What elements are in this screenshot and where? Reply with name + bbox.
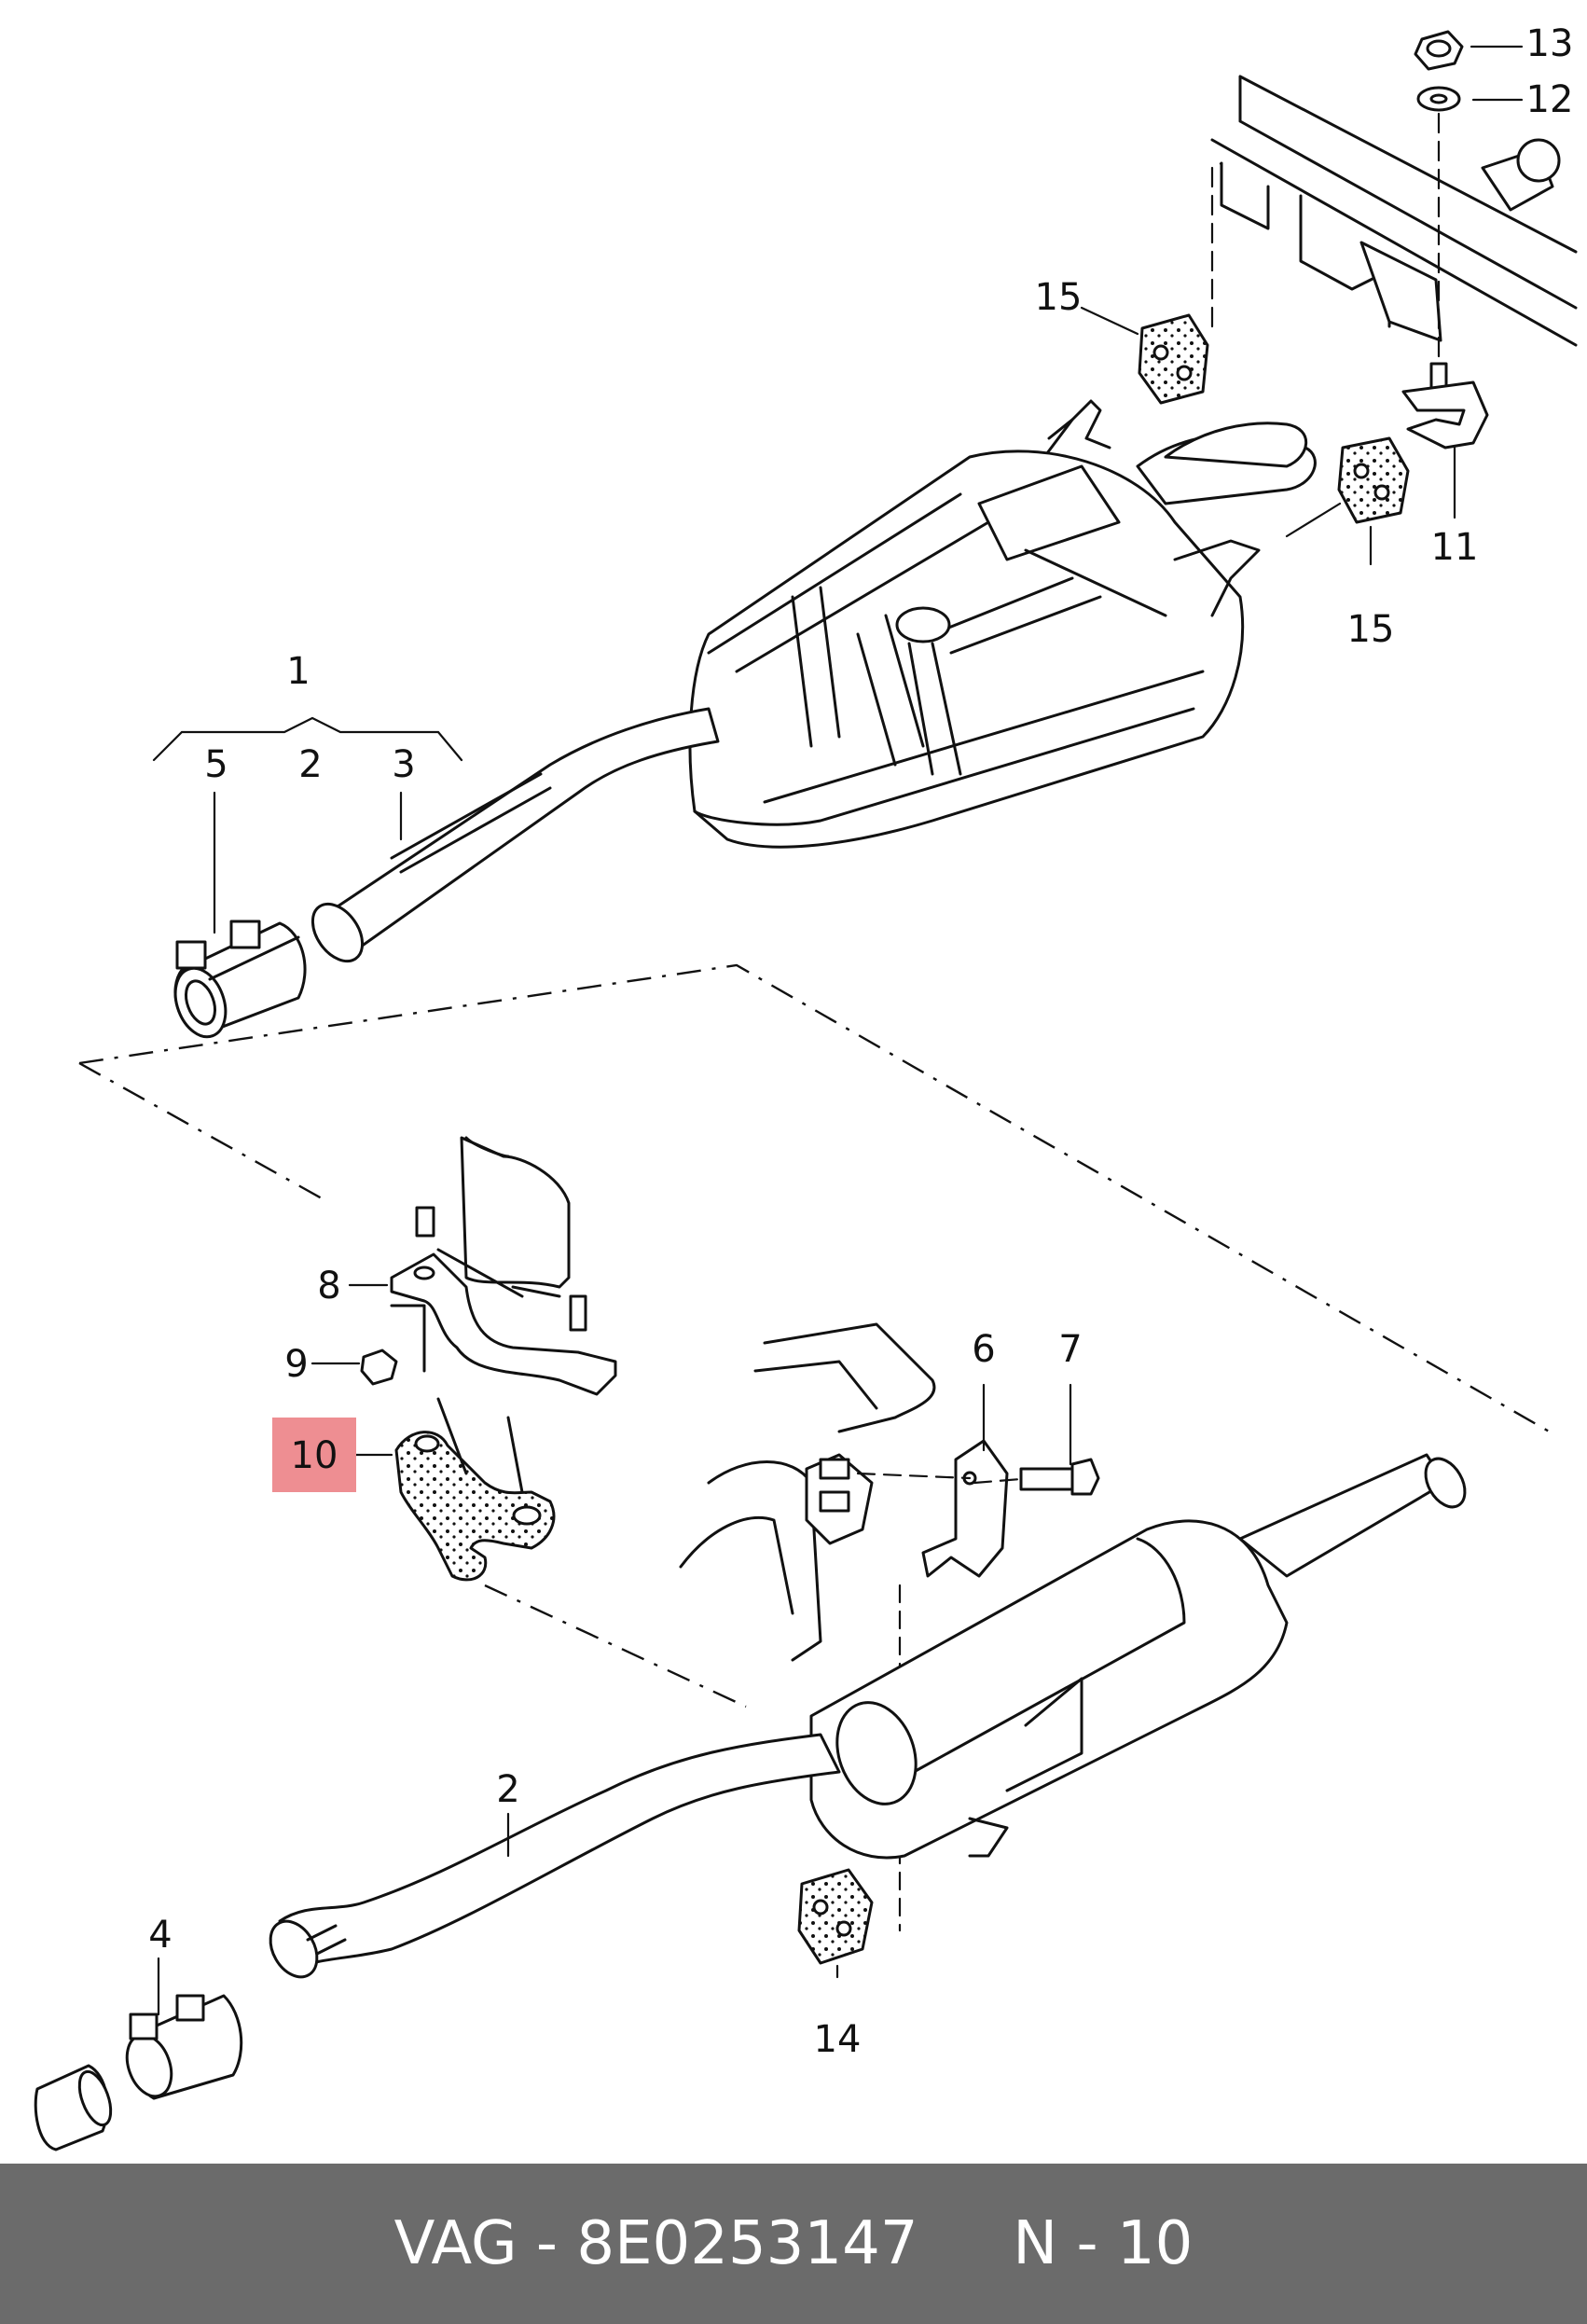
pipe-2-lower xyxy=(269,1733,841,1979)
footer-part-number: 8E0253147 xyxy=(576,2209,918,2278)
callout-8: 8 xyxy=(317,1265,340,1307)
exhaust-system-diagram: 1 2 3 5 8 9 10 6 7 2 4 14 15 15 11 12 13 xyxy=(34,22,1578,2151)
rubber-mount-14 xyxy=(797,1868,874,1965)
callout-9: 9 xyxy=(284,1343,308,1386)
callout-15-lower: 15 xyxy=(1347,608,1395,651)
assembly-boundary xyxy=(78,963,1558,1708)
centre-silencer xyxy=(809,1453,1467,1860)
vehicle-body-section xyxy=(1210,75,1578,347)
callout-labels: 1 2 3 5 8 9 10 6 7 2 4 14 15 15 11 12 13 xyxy=(148,22,1573,2061)
callout-2-upper: 2 xyxy=(298,743,322,786)
bracket-8 xyxy=(390,1206,617,1396)
pipe-3 xyxy=(310,707,720,963)
heat-shield-upper xyxy=(436,1136,571,1298)
rubber-mount-15-upper xyxy=(1138,313,1209,405)
bracket-11 xyxy=(1401,362,1489,450)
rubber-mount-15-lower xyxy=(1337,436,1410,524)
nut-9-icon xyxy=(360,1349,398,1386)
front-pipe-stub xyxy=(34,2064,113,2151)
callout-6: 6 xyxy=(972,1328,995,1371)
callout-4: 4 xyxy=(148,1914,172,1957)
callout-7: 7 xyxy=(1058,1328,1082,1371)
leader-lines xyxy=(152,45,1524,2016)
nut-13-icon xyxy=(1414,30,1464,71)
rear-silencer xyxy=(688,399,1317,849)
callout-10-highlight xyxy=(272,1418,356,1492)
callout-5: 5 xyxy=(204,743,228,786)
callout-12: 12 xyxy=(1526,78,1574,121)
footer-separator: - xyxy=(517,2209,577,2278)
callout-13: 13 xyxy=(1526,22,1574,65)
heat-shield-lower xyxy=(679,1322,936,1662)
part-number-footer: VAG - 8E0253147 N - 10 xyxy=(0,2164,1587,2324)
bolt-7-icon xyxy=(1019,1458,1100,1496)
bracket-6 xyxy=(805,1439,1009,1578)
callout-15-upper: 15 xyxy=(1035,276,1083,319)
washer-12-icon xyxy=(1416,86,1461,112)
callout-11: 11 xyxy=(1431,526,1479,569)
footer-ref: N - 10 xyxy=(1013,2209,1194,2278)
callout-14: 14 xyxy=(814,2018,862,2061)
clamp-5 xyxy=(173,920,307,1039)
callout-2-lower: 2 xyxy=(496,1768,519,1811)
clamp-4 xyxy=(125,1994,243,2100)
footer-brand: VAG xyxy=(393,2209,518,2278)
hanger-10 xyxy=(394,1397,556,1582)
callout-3: 3 xyxy=(392,743,415,786)
footer-gap xyxy=(918,2209,1014,2278)
callout-10: 10 xyxy=(291,1434,338,1477)
callout-1: 1 xyxy=(286,650,310,693)
